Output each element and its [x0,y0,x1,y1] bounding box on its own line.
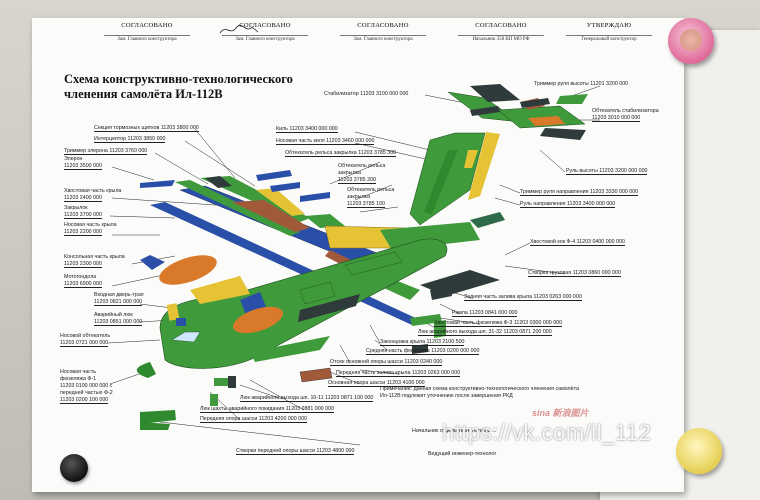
sina-watermark: sina 新浪图片 [532,408,589,418]
label-wingtip: Законцовка крыла 11203 2100 500 [380,339,465,347]
small-parts [136,98,550,430]
label-outer-wing-code: 11203 2300 000 [64,261,102,269]
label-nose-fuselage-f2-code: 11203 0200 100 000 [60,397,109,405]
approval-subtitle: Зам. Главного конструктора [117,37,177,42]
label-ramp: Рампа 11203 0841 000 000 [452,310,518,318]
label-elevator: Руль высоты 11203 3200 000 000 [566,168,648,176]
approval-1: СОГЛАСОВАНО Зам. Главного конструктора [92,22,202,42]
label-nose-gear-doors: Створки передней опоры шасси 11203 4800 … [236,448,355,456]
approval-block: СОГЛАСОВАНО Зам. Главного конструктора С… [92,22,652,62]
handwritten-signature [219,25,259,34]
note-line-2: Ил-112В подлежит уточнению после заверше… [380,392,513,399]
label-flap-rail-fairing-200: Обтекатель рельса [338,163,386,169]
label-escape-hatch: Люк шахты аварийного покидания 11203 088… [200,406,334,414]
approval-subtitle: Начальник 358 ВП МО РФ [472,37,530,42]
label-flap-rail-fairing-100: Обтекатель рельса [347,187,395,193]
approval-subtitle: Зам. Главного конструктора [235,37,295,42]
label-flap-rail-fairing-100b: закрылка [347,194,370,200]
label-nose-fairing: Носовой обтекатель [60,333,111,339]
label-elevator-trim: Триммер руля высоты 11201 3200 000 [534,81,629,87]
label-spoiler: Интерцептор 11203 3850 000 [94,136,166,144]
approval-4: СОГЛАСОВАНО Начальник 358 ВП МО РФ [446,22,556,42]
label-center-fuselage: Средняя часть фюзеляжа 11203 0200 000 00… [366,348,480,356]
label-fin: Киль 11203 3400 000 000 [276,126,338,134]
label-flap-code: 11203 3700 000 [64,212,102,220]
approval-subtitle: Зам. Главного конструктора [353,37,413,42]
label-wing-root-rear: Задняя часть залива крыла 11203 0263 000… [464,294,582,302]
label-rudder: Руль направления 11203 3400 000 000 [520,201,616,209]
pin-black [60,454,88,482]
label-stabilizer: Стабилизатор 11203 3100 000 000 [324,91,409,97]
signature-head-of-dept: Начальник отдела технологий и ... [412,428,497,434]
fuselage [159,238,448,369]
label-aileron: Элерон [64,156,83,162]
label-wing-root-front: Передняя часть залива крыла 11203 0263 0… [336,370,461,378]
label-nacelle-code: 11203 6900 000 [64,281,102,289]
label-emergency-hatch: Аварийный люк [94,312,133,318]
label-nose-fairing-code: 11203 0721 000 000 [60,340,109,348]
label-nacelle: Мотогондола [64,274,97,280]
note-block: Примечание: данная схема конструктивно-т… [380,386,640,399]
label-main-gear: Основная опора шасси 11203 4100 000 [328,380,425,388]
vk-watermark: https://vk.com/il_112 [442,420,652,445]
label-tail-cone: Хвостовой кок Ф-4 11203 0400 000 000 [530,239,625,247]
label-wing-leading: Носовая часть крыла [64,222,117,228]
label-flap-rail-fairing-200b: закрылка [338,170,361,176]
label-stabilizer-fairing-code: 11203 3010 000 000 [592,115,641,123]
title-line-2: членения самолёта Ил-112В [64,87,223,101]
label-speedbrake: Секция тормозных щитков 11203 3800 000 [94,125,199,133]
label-wing-trailing-code: 11203 2400 000 [64,195,102,203]
label-main-gear-bay: Отсек основной опоры шасси 11203 0240 00… [330,359,443,367]
label-wing-trailing: Хвостовая часть крыла [64,188,122,194]
label-nose-fuselage-f2: передней частью Ф-2 [60,390,113,396]
leader-lines [107,85,601,446]
note-line-1: Примечание: данная схема конструктивно-т… [380,386,579,392]
label-emergency-hatch-code: 11203 0851 000 000 [94,319,143,327]
label-stabilizer-fairing: Обтекатель стабилизатора [592,108,659,114]
approval-heading: УТВЕРЖДАЮ [586,22,632,29]
approval-subtitle: Генеральный конструктор [581,37,637,42]
label-rear-fuselage: Хвостовая часть фюзеляжа Ф-3 11203 0300 … [434,320,563,328]
pin-pink-cap [680,29,702,51]
horizontal-stabilizer [447,84,588,140]
engine-nacelles [159,255,283,334]
approval-2: СОГЛАСОВАНО Зам. Главного конструктора [210,22,320,42]
approval-heading: СОГЛАСОВАНО [121,22,173,29]
label-emergency-exit-10: Люк аварийного выхода шп. 10-11 11203 08… [240,395,374,403]
approval-heading: СОГЛАСОВАНО [357,22,409,29]
label-flap-rail-fairing-200c: 11203 3785 200 [338,177,376,185]
approval-3: СОГЛАСОВАНО Зам. Главного конструктора [328,22,438,42]
label-outer-wing: Консольная часть крыла [64,254,125,260]
label-wing-leading-code: 11203 2200 000 [64,229,102,237]
label-rudder-trim: Триммер руля направления 11203 3330 000 … [520,189,639,197]
label-entry-door: Входная дверь-трап [94,292,144,298]
title-line-1: Схема конструктивно-технологического [64,72,293,86]
label-cargo-door: Створка грузовая 11203 0860 000 000 [528,270,621,278]
label-entry-door-code: 11203 0821 000 000 [94,299,143,307]
label-nose-gear: Передняя опора шасси 11203 4200 000 000 [200,416,308,424]
vertical-fin [409,132,505,228]
label-nose-fuselage: Носовая часть [60,369,97,375]
drawing-title: Схема конструктивно-технологического чле… [64,72,293,102]
approval-5: УТВЕРЖДАЮ Генеральный конструктор [554,22,664,42]
label-flap: Закрылок [64,205,88,211]
label-flap-rail-fairing-300: Обтекатель рельса закрылка 11203 3785 30… [285,150,397,158]
label-emergency-exit-31: Люк аварийного выхода шп. 31-32 11203 08… [418,329,552,337]
pin-yellow [676,428,722,474]
label-aileron-trim: Триммер элерона 11203 3760 000 [64,148,148,156]
label-fin-nose: Носовая часть киля 11203 3460 000 000 [276,138,375,146]
approval-heading: СОГЛАСОВАНО [475,22,527,29]
label-nose-fuselage-f1: фюзеляжа Ф-1 [60,376,97,382]
signature-lead-engineer: Ведущий инженер-технолог [428,451,497,457]
label-nose-fuselage-code: 11203 0100 000 000 с [60,383,113,389]
approval-heading: СОГЛАСОВАНО [239,22,291,29]
label-flap-rail-fairing-100c: 11203 3785 100 [347,201,385,209]
label-aileron-code: 11203 3500 000 [64,163,102,171]
